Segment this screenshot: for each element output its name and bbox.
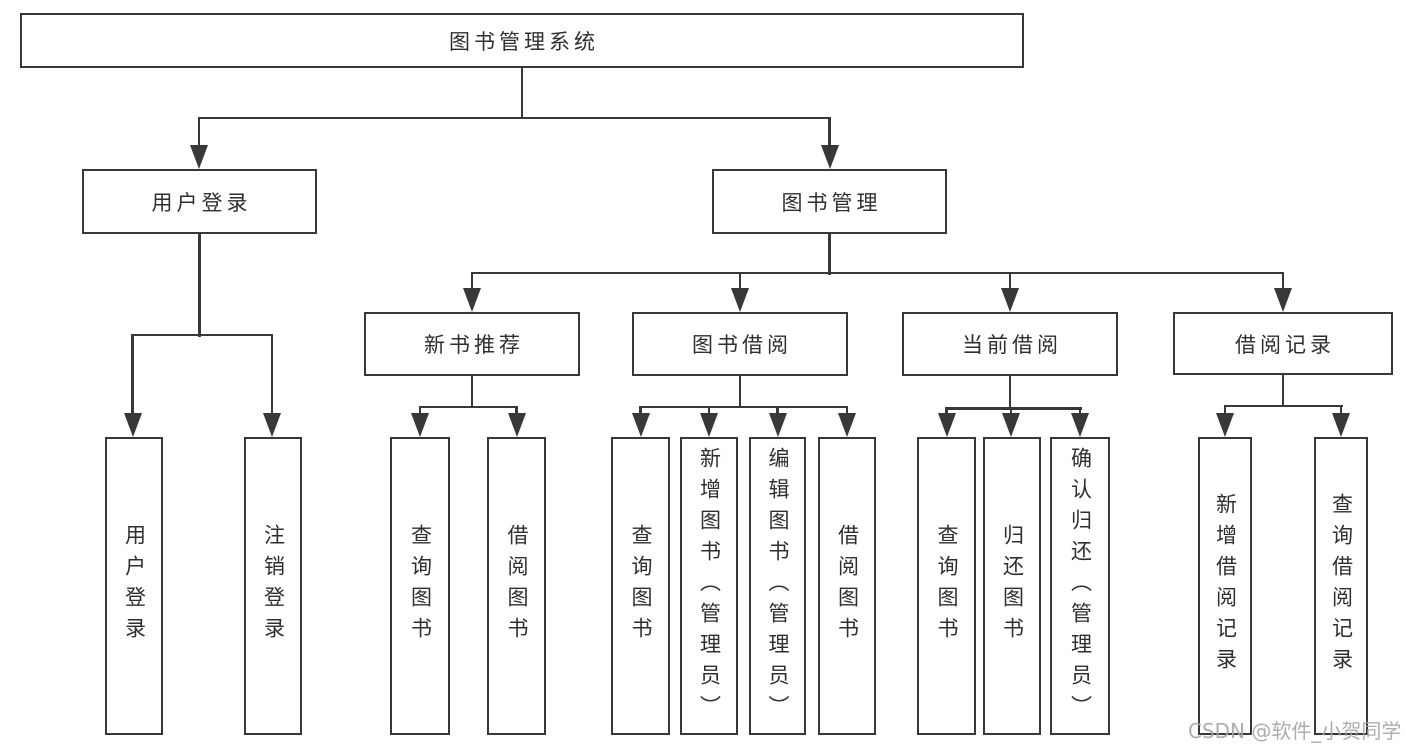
connector-line [945,407,1082,410]
node-new-book-recommend: 新书推荐 [364,312,580,376]
connector-line [1223,404,1343,408]
connector-line [1339,406,1343,415]
leaf-return-book: 归还图书 [983,437,1041,735]
connector-line [198,233,201,337]
connector-line [738,375,742,408]
arrow-down-icon [507,413,526,437]
connector-line [845,407,849,416]
connector-line [1223,406,1227,415]
leaf-logout: 注销登录 [244,437,302,735]
arrow-down-icon [190,145,208,169]
connector-line [131,333,274,337]
connector-line [828,118,831,147]
leaf-label: 查询图书 [629,524,653,648]
leaf-label: 归还图书 [1000,524,1025,648]
leaf-confirm-return-admin: 确认归还（管理员） [1050,437,1110,735]
leaf-borrow-book-recommend: 借阅图书 [487,437,546,735]
leaf-label: 注销登录 [261,524,286,648]
leaf-query-book-recommend: 查询图书 [390,437,450,735]
connector-line [1008,375,1012,409]
arrow-down-icon [731,288,749,312]
connector-line [1078,408,1082,416]
arrow-down-icon [838,413,856,437]
connector-line [470,273,474,291]
leaf-edit-book-admin: 编辑图书（管理员） [749,437,806,735]
connector-line [1008,273,1012,291]
connector-line [270,335,274,415]
leaf-query-borrow-record: 查询借阅记录 [1314,437,1368,735]
leaf-borrow-book: 借阅图书 [818,437,876,735]
arrow-down-icon [700,413,718,437]
connector-line [418,405,519,409]
connector-line [738,273,742,291]
leaf-label: 查询图书 [935,524,959,648]
leaf-query-book-current: 查询图书 [917,437,976,735]
arrow-down-icon [123,413,142,437]
node-borrow-records: 借阅记录 [1173,312,1393,375]
connector-line [639,407,642,416]
leaf-label: 借阅图书 [835,524,860,648]
arrow-down-icon [820,145,839,169]
arrow-down-icon [411,413,429,437]
csdn-watermark: CSDN @软件_小贺同学 [1188,719,1402,743]
arrow-down-icon [1002,413,1020,437]
arrow-down-icon [263,413,281,437]
leaf-add-book-admin: 新增图书（管理员） [680,437,738,735]
leaf-label: 确认归还（管理员） [1068,446,1093,726]
connector-line [1281,374,1285,407]
connector-line [131,335,134,415]
connector-line [470,375,474,408]
arrow-down-icon [1274,288,1292,312]
leaf-label: 查询图书 [408,524,433,648]
arrow-down-icon [1332,413,1350,437]
connector-line [639,405,849,409]
node-root: 图书管理系统 [20,13,1024,68]
leaf-user-login: 用户登录 [105,437,163,735]
connector-line [520,68,524,118]
leaf-query-book-borrow: 查询图书 [611,437,670,735]
arrow-down-icon [1071,413,1089,437]
arrow-down-icon [631,413,650,437]
node-book-management: 图书管理 [712,169,947,234]
arrow-down-icon [1001,288,1019,312]
leaf-label: 用户登录 [122,524,147,648]
leaf-label: 新增图书（管理员） [697,446,722,726]
arrow-down-icon [1216,413,1234,437]
arrow-down-icon [768,413,787,437]
connector-line [418,407,422,416]
arrow-down-icon [463,288,481,312]
node-current-borrow: 当前借阅 [902,312,1118,376]
node-book-borrow: 图书借阅 [632,312,848,376]
connector-line [197,118,201,147]
leaf-label: 查询借阅记录 [1329,493,1354,679]
arrow-down-icon [937,413,956,437]
leaf-add-borrow-record: 新增借阅记录 [1198,437,1252,735]
leaf-label: 新增借阅记录 [1213,493,1238,679]
connector-line [707,407,711,416]
connector-line [828,233,831,275]
connector-line [515,407,518,416]
leaf-label: 编辑图书（管理员） [766,446,790,726]
node-user-login: 用户登录 [82,169,317,234]
connector-line [945,408,948,416]
connector-line [776,407,779,416]
connector-line [1281,273,1285,291]
connector-line [1009,408,1013,416]
connector-line [197,116,831,120]
leaf-label: 借阅图书 [505,524,529,648]
connector-line [470,271,1285,275]
